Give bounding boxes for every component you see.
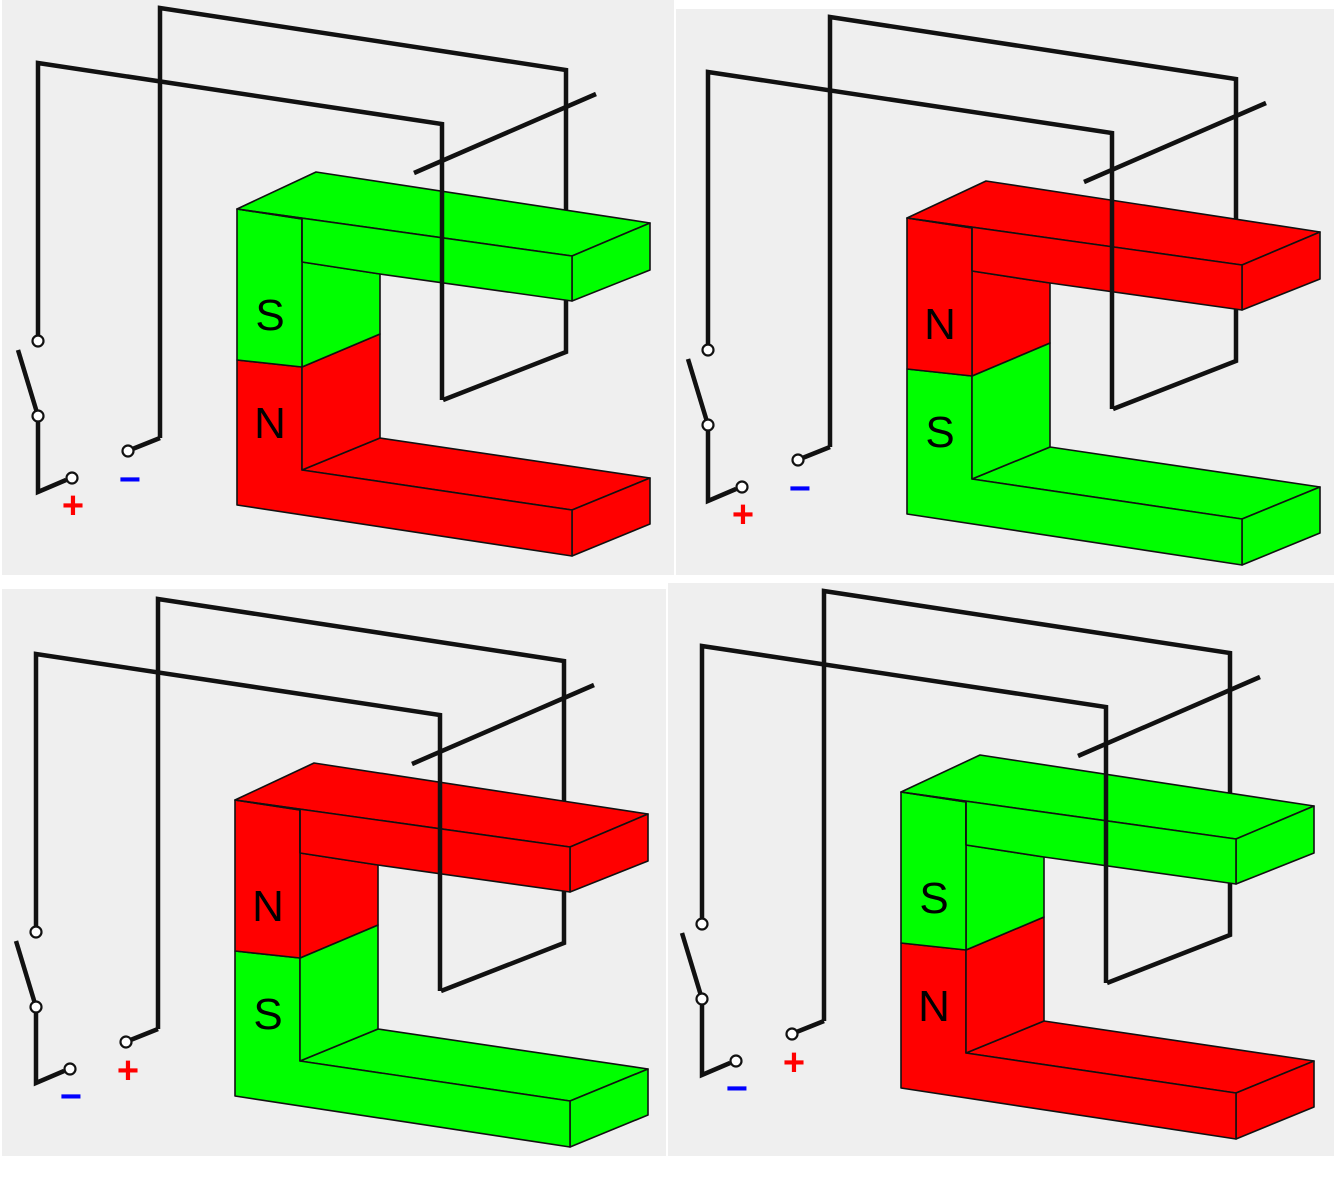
panel-4: S N −+ [668,583,1334,1156]
terminal-1[interactable] [29,925,43,939]
wire-back [827,14,1239,447]
terminal-1[interactable] [695,917,709,931]
circuit-diagram: N S +− [685,14,1321,566]
conductor-rod [411,682,595,767]
magnet-spine-front-upper [906,217,973,377]
switch-lever[interactable] [679,932,705,1000]
left-terminal-sign: + [732,494,754,536]
lower-pole-label: S [925,408,954,457]
circuit-diagram: N S −+ [13,596,649,1148]
lower-pole-label: N [918,982,950,1031]
wire-right-lead [793,1018,825,1036]
terminal-1[interactable] [31,334,45,348]
terminal-2[interactable] [29,1000,43,1014]
panel-3: N S −+ [2,589,666,1156]
lower-pole-label: S [253,990,282,1039]
wire-front [33,651,443,991]
conductor-rod [1077,674,1261,759]
right-terminal-sign: − [119,459,141,501]
switch-lever[interactable] [13,940,39,1008]
wire-switch-to-terminal [35,416,67,496]
conductor-rod [413,91,597,176]
upper-pole-label: N [252,882,284,931]
terminal-2[interactable] [695,992,709,1006]
wire-right-lead [799,444,831,462]
circuit-diagram: S N −+ [679,588,1315,1140]
wire-front [699,643,1109,983]
terminal-3[interactable] [735,480,749,494]
lower-pole-label: N [254,399,286,448]
terminal-4[interactable] [121,444,135,458]
left-terminal-sign: − [60,1076,82,1118]
wire-right-lead [129,435,161,453]
panel-2: N S +− [676,9,1334,575]
left-terminal-sign: − [726,1068,748,1110]
right-terminal-sign: + [117,1050,139,1092]
terminal-4[interactable] [785,1027,799,1041]
conductor-rod [1083,100,1267,185]
terminal-3[interactable] [65,471,79,485]
wire-back [157,5,569,438]
wire-switch-to-terminal [705,425,737,505]
magnet-spine-front-upper [236,208,303,368]
terminal-1[interactable] [701,343,715,357]
right-terminal-sign: + [783,1042,805,1084]
wire-front [35,60,445,400]
wire-back [155,596,567,1029]
terminal-3[interactable] [729,1054,743,1068]
circuit-diagram: S N +− [15,5,651,557]
upper-pole-label: N [924,300,956,349]
switch-lever[interactable] [15,349,41,417]
switch-lever[interactable] [685,358,711,426]
wire-switch-to-terminal [33,1007,65,1087]
terminal-4[interactable] [791,453,805,467]
right-terminal-sign: − [789,468,811,510]
terminal-3[interactable] [63,1062,77,1076]
wire-right-lead [127,1026,159,1044]
terminal-2[interactable] [31,409,45,423]
terminal-4[interactable] [119,1035,133,1049]
upper-pole-label: S [919,874,948,923]
magnet-spine-front-upper [900,791,967,951]
wire-front [705,69,1115,409]
left-terminal-sign: + [62,485,84,527]
panel-1: S N +− [2,0,674,575]
wire-back [821,588,1233,1021]
terminal-2[interactable] [701,418,715,432]
upper-pole-label: S [255,291,284,340]
magnet-spine-front-upper [234,799,301,959]
wire-switch-to-terminal [699,999,731,1079]
